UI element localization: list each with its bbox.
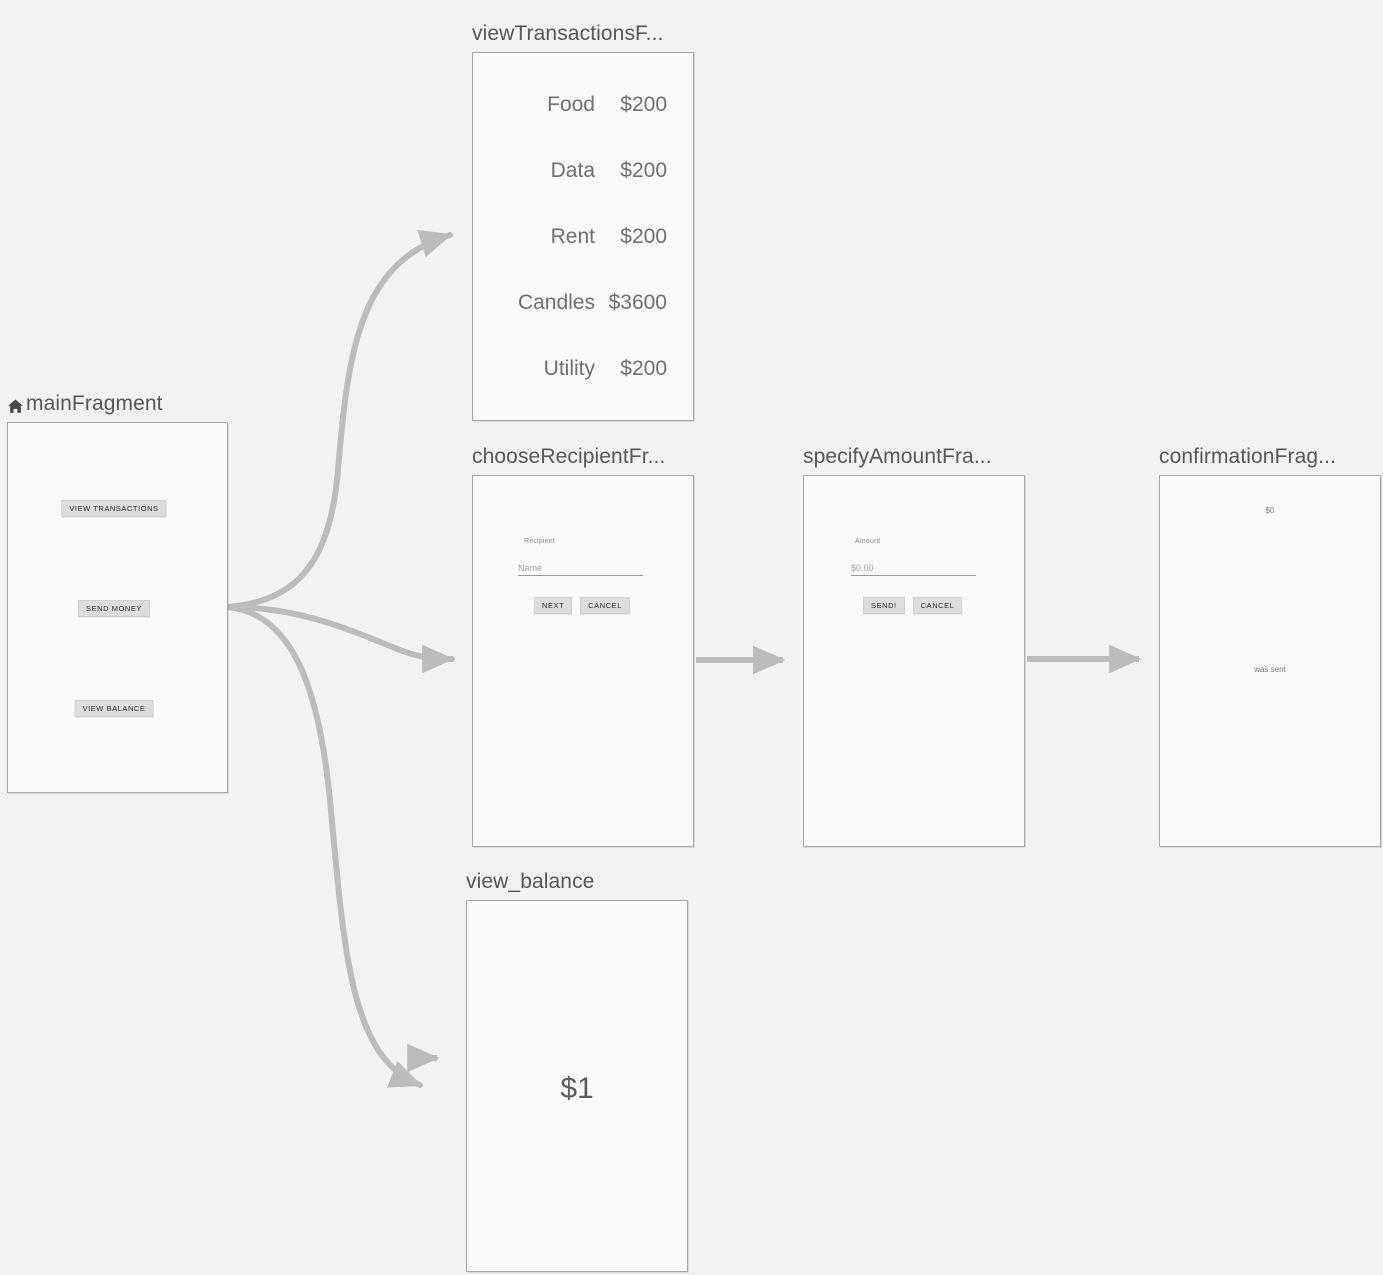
transaction-amount: $200 xyxy=(620,357,667,380)
table-row: Rent $200 xyxy=(472,225,694,249)
amount-input[interactable]: $0.00 xyxy=(851,563,976,576)
view-balance-button[interactable]: VIEW BALANCE xyxy=(74,700,154,717)
transaction-category: Candles xyxy=(517,291,595,314)
node-main-fragment-body: VIEW TRANSACTIONS SEND MONEY VIEW BALANC… xyxy=(7,422,228,793)
table-row: Data $200 xyxy=(472,159,694,183)
node-confirmation-fragment-label: confirmationFrag... xyxy=(1159,445,1336,468)
node-choose-recipient-fragment[interactable]: chooseRecipientFr... Recipient Name NEXT… xyxy=(472,445,694,847)
node-choose-recipient-fragment-title: chooseRecipientFr... xyxy=(472,445,665,469)
home-icon xyxy=(7,397,24,414)
send-button[interactable]: SEND! xyxy=(863,597,905,614)
transaction-category: Rent xyxy=(550,225,595,248)
node-specify-amount-fragment-frame xyxy=(803,475,1025,847)
node-view-transactions-fragment-title: viewTransactionsF... xyxy=(472,22,663,46)
table-row: Food $200 xyxy=(472,93,694,117)
choose-recipient-actions: NEXT CANCEL xyxy=(534,597,630,614)
node-confirmation-fragment-frame xyxy=(1159,475,1381,847)
cancel-button[interactable]: CANCEL xyxy=(580,597,630,614)
send-money-button[interactable]: SEND MONEY xyxy=(78,600,150,617)
node-confirmation-fragment[interactable]: confirmationFrag... $0 was sent xyxy=(1159,445,1381,847)
node-view-balance-frame xyxy=(466,900,688,1272)
choose-recipient-form: Recipient Name NEXT CANCEL xyxy=(472,475,694,847)
edge-main-to-transactions xyxy=(226,229,453,610)
node-main-fragment-frame xyxy=(7,422,228,793)
confirmation-amount: $0 xyxy=(1265,506,1275,515)
node-specify-amount-fragment-title: specifyAmountFra... xyxy=(803,445,992,469)
node-view-transactions-fragment-frame xyxy=(472,52,694,421)
transaction-category: Utility xyxy=(543,357,595,380)
specify-amount-form: Amount $0.00 SEND! CANCEL xyxy=(803,475,1025,847)
transaction-amount: $3600 xyxy=(608,291,667,314)
transaction-amount: $200 xyxy=(620,225,667,248)
node-main-fragment[interactable]: mainFragment VIEW TRANSACTIONS SEND MONE… xyxy=(7,392,228,793)
node-specify-amount-fragment[interactable]: specifyAmountFra... Amount $0.00 SEND! C… xyxy=(803,445,1025,847)
node-view-balance[interactable]: view_balance $1 xyxy=(466,870,688,1272)
table-row: Utility $200 xyxy=(472,357,694,381)
node-confirmation-fragment-title: confirmationFrag... xyxy=(1159,445,1336,469)
transactions-list: Food $200 Data $200 Rent $200 Candles $3… xyxy=(472,52,694,421)
table-row: Candles $3600 xyxy=(472,291,694,315)
amount-field-label: Amount xyxy=(855,538,881,545)
node-main-fragment-label: mainFragment xyxy=(26,392,163,415)
node-view-transactions-fragment-label: viewTransactionsF... xyxy=(472,22,664,45)
node-choose-recipient-fragment-label: chooseRecipientFr... xyxy=(472,445,666,468)
cancel-button[interactable]: CANCEL xyxy=(912,597,963,614)
transaction-category: Data xyxy=(550,159,595,182)
node-choose-recipient-fragment-frame xyxy=(472,475,694,847)
node-main-fragment-title: mainFragment xyxy=(7,392,163,416)
node-view-balance-label: view_balance xyxy=(466,870,595,893)
confirmation-content: $0 was sent xyxy=(1159,475,1381,847)
transaction-category: Food xyxy=(547,93,595,116)
recipient-name-input[interactable]: Name xyxy=(518,563,643,576)
recipient-field-label: Recipient xyxy=(524,538,555,545)
confirmation-message: was sent xyxy=(1254,665,1286,674)
transaction-amount: $200 xyxy=(620,93,667,116)
edge-main-to-choose-recipient xyxy=(226,604,455,674)
next-button[interactable]: NEXT xyxy=(534,597,573,614)
node-specify-amount-fragment-label: specifyAmountFra... xyxy=(803,445,992,468)
transaction-amount: $200 xyxy=(620,159,667,182)
node-view-transactions-fragment[interactable]: viewTransactionsF... Food $200 Data $200… xyxy=(472,22,694,421)
specify-amount-actions: SEND! CANCEL xyxy=(863,597,963,614)
view-balance-content: $1 xyxy=(466,900,688,1272)
balance-amount: $1 xyxy=(560,1072,594,1105)
node-view-balance-title: view_balance xyxy=(466,870,594,894)
view-transactions-button[interactable]: VIEW TRANSACTIONS xyxy=(61,500,167,517)
edge-main-to-view-balance xyxy=(226,604,423,1088)
